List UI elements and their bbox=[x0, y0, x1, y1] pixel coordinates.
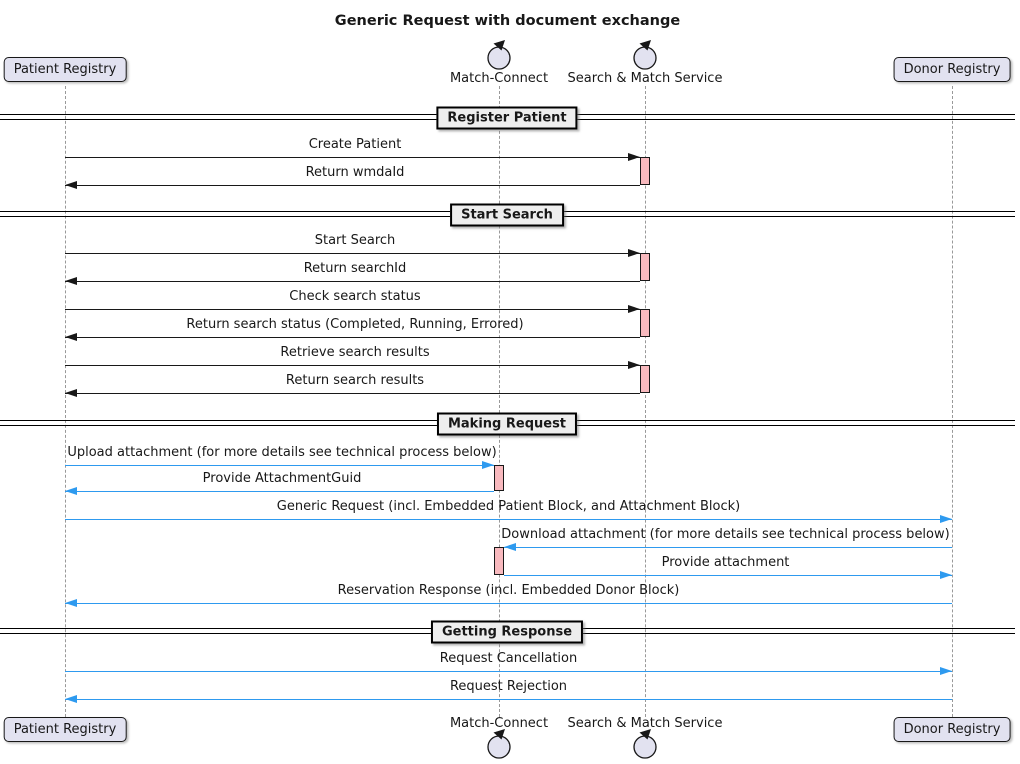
message-label-reservation-response-incl-embedded-donor-block: Reservation Response (incl. Embedded Don… bbox=[337, 583, 680, 598]
lifeline-search-match-service bbox=[644, 86, 646, 717]
arrow-left-icon bbox=[65, 389, 77, 397]
activation-bar-sms bbox=[640, 309, 650, 337]
arrow-left-icon bbox=[504, 543, 516, 551]
participant-box-patient-registry-top: Patient Registry bbox=[3, 57, 127, 82]
message-label-retrieve-search-results: Retrieve search results bbox=[280, 345, 430, 360]
message-line-download-attachment-for-more-details-see-technical-process-below bbox=[504, 547, 952, 549]
arrow-left-icon bbox=[65, 487, 77, 495]
message-line-return-wmdaid bbox=[65, 185, 640, 187]
message-line-create-patient bbox=[65, 157, 640, 159]
activation-bar-sms bbox=[640, 365, 650, 393]
message-line-return-search-results bbox=[65, 393, 640, 395]
participant-label-match-connect-bottom: Match-Connect bbox=[449, 716, 549, 731]
arrow-right-icon bbox=[940, 571, 952, 579]
message-label-provide-attachment: Provide attachment bbox=[661, 555, 790, 570]
participant-label-search-match-service-bottom: Search & Match Service bbox=[567, 716, 723, 731]
message-line-generic-request-incl-embedded-patient-block-and-attachment-block bbox=[65, 519, 952, 521]
activation-bar-mc bbox=[494, 547, 504, 575]
arrow-left-icon bbox=[65, 695, 77, 703]
section-divider-getting-response: Getting Response bbox=[430, 620, 584, 643]
message-label-generic-request-incl-embedded-patient-block-and-attachment-block: Generic Request (incl. Embedded Patient … bbox=[276, 499, 741, 514]
arrow-left-icon bbox=[65, 277, 77, 285]
activation-bar-sms bbox=[640, 253, 650, 281]
arrow-right-icon bbox=[628, 305, 640, 313]
message-label-check-search-status: Check search status bbox=[289, 289, 421, 304]
control-icon-search-match-service-top bbox=[630, 37, 660, 71]
message-label-provide-attachmentguid: Provide AttachmentGuid bbox=[202, 471, 362, 486]
activation-bar-sms bbox=[640, 157, 650, 185]
message-line-upload-attachment-for-more-details-see-technical-process-below bbox=[65, 465, 494, 467]
message-label-upload-attachment-for-more-details-see-technical-process-below: Upload attachment (for more details see … bbox=[67, 445, 497, 460]
participant-label-match-connect-top: Match-Connect bbox=[449, 71, 549, 86]
message-line-return-searchid bbox=[65, 281, 640, 283]
participant-box-donor-registry-top: Donor Registry bbox=[893, 57, 1011, 82]
message-label-return-search-results: Return search results bbox=[285, 373, 425, 388]
message-label-request-cancellation: Request Cancellation bbox=[439, 651, 578, 666]
arrow-left-icon bbox=[65, 333, 77, 341]
section-divider-making-request: Making Request bbox=[436, 412, 578, 435]
participant-box-donor-registry-bottom: Donor Registry bbox=[893, 717, 1011, 742]
message-label-return-wmdaid: Return wmdaId bbox=[305, 165, 405, 180]
message-line-check-search-status bbox=[65, 309, 640, 311]
arrow-right-icon bbox=[940, 667, 952, 675]
message-line-provide-attachmentguid bbox=[65, 491, 494, 493]
message-label-return-search-status-completed-running-errored: Return search status (Completed, Running… bbox=[186, 317, 524, 332]
control-icon-search-match-service-bottom bbox=[630, 726, 660, 760]
section-divider-start-search: Start Search bbox=[450, 203, 564, 226]
participant-box-patient-registry-bottom: Patient Registry bbox=[3, 717, 127, 742]
message-line-start-search bbox=[65, 253, 640, 255]
section-divider-register-patient: Register Patient bbox=[436, 106, 578, 129]
arrow-right-icon bbox=[628, 153, 640, 161]
lifeline-match-connect bbox=[498, 86, 500, 717]
message-line-request-cancellation bbox=[65, 671, 952, 673]
diagram-title: Generic Request with document exchange bbox=[334, 13, 681, 29]
arrow-right-icon bbox=[482, 461, 494, 469]
arrow-right-icon bbox=[628, 361, 640, 369]
arrow-left-icon bbox=[65, 181, 77, 189]
arrow-left-icon bbox=[65, 599, 77, 607]
message-label-download-attachment-for-more-details-see-technical-process-below: Download attachment (for more details se… bbox=[501, 527, 950, 542]
message-line-retrieve-search-results bbox=[65, 365, 640, 367]
lifeline-donor-registry bbox=[951, 86, 953, 717]
message-label-request-rejection: Request Rejection bbox=[449, 679, 568, 694]
control-icon-match-connect-top bbox=[484, 37, 514, 71]
message-label-start-search: Start Search bbox=[314, 233, 396, 248]
lifeline-patient-registry bbox=[64, 86, 66, 717]
message-line-request-rejection bbox=[65, 699, 952, 701]
message-line-provide-attachment bbox=[504, 575, 952, 577]
message-label-create-patient: Create Patient bbox=[308, 137, 402, 152]
arrow-right-icon bbox=[940, 515, 952, 523]
message-label-return-searchid: Return searchId bbox=[303, 261, 407, 276]
participant-label-search-match-service-top: Search & Match Service bbox=[567, 71, 723, 86]
arrow-right-icon bbox=[628, 249, 640, 257]
message-line-reservation-response-incl-embedded-donor-block bbox=[65, 603, 952, 605]
control-icon-match-connect-bottom bbox=[484, 726, 514, 760]
activation-bar-mc bbox=[494, 465, 504, 491]
message-line-return-search-status-completed-running-errored bbox=[65, 337, 640, 339]
